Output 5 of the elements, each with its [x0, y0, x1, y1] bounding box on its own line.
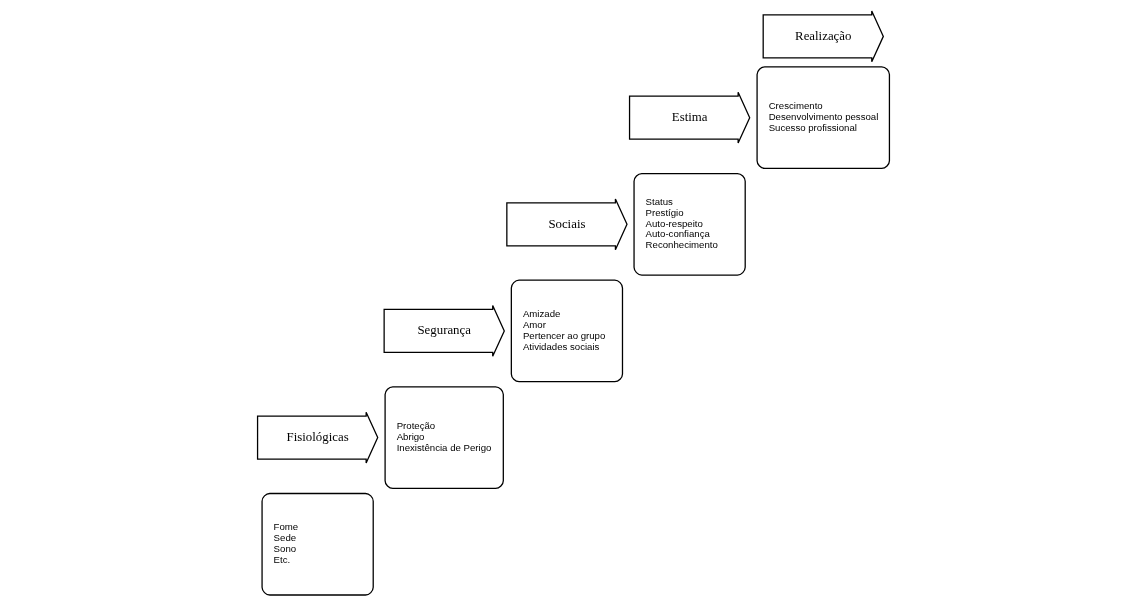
node-box: Amizade Amor Pertencer ao grupo Atividades sociais [510, 279, 624, 383]
node-box: Crescimento Desenvolvimento pessoal Sucesso profissional [756, 66, 891, 170]
node-box: Proteção Abrigo Inexistência de Perigo [384, 386, 504, 489]
node-box: Fome Sede Sono Etc. [261, 492, 374, 596]
node-box: Status Prestígio Auto-respeito Auto-confiança Reconhecimento [633, 172, 746, 276]
